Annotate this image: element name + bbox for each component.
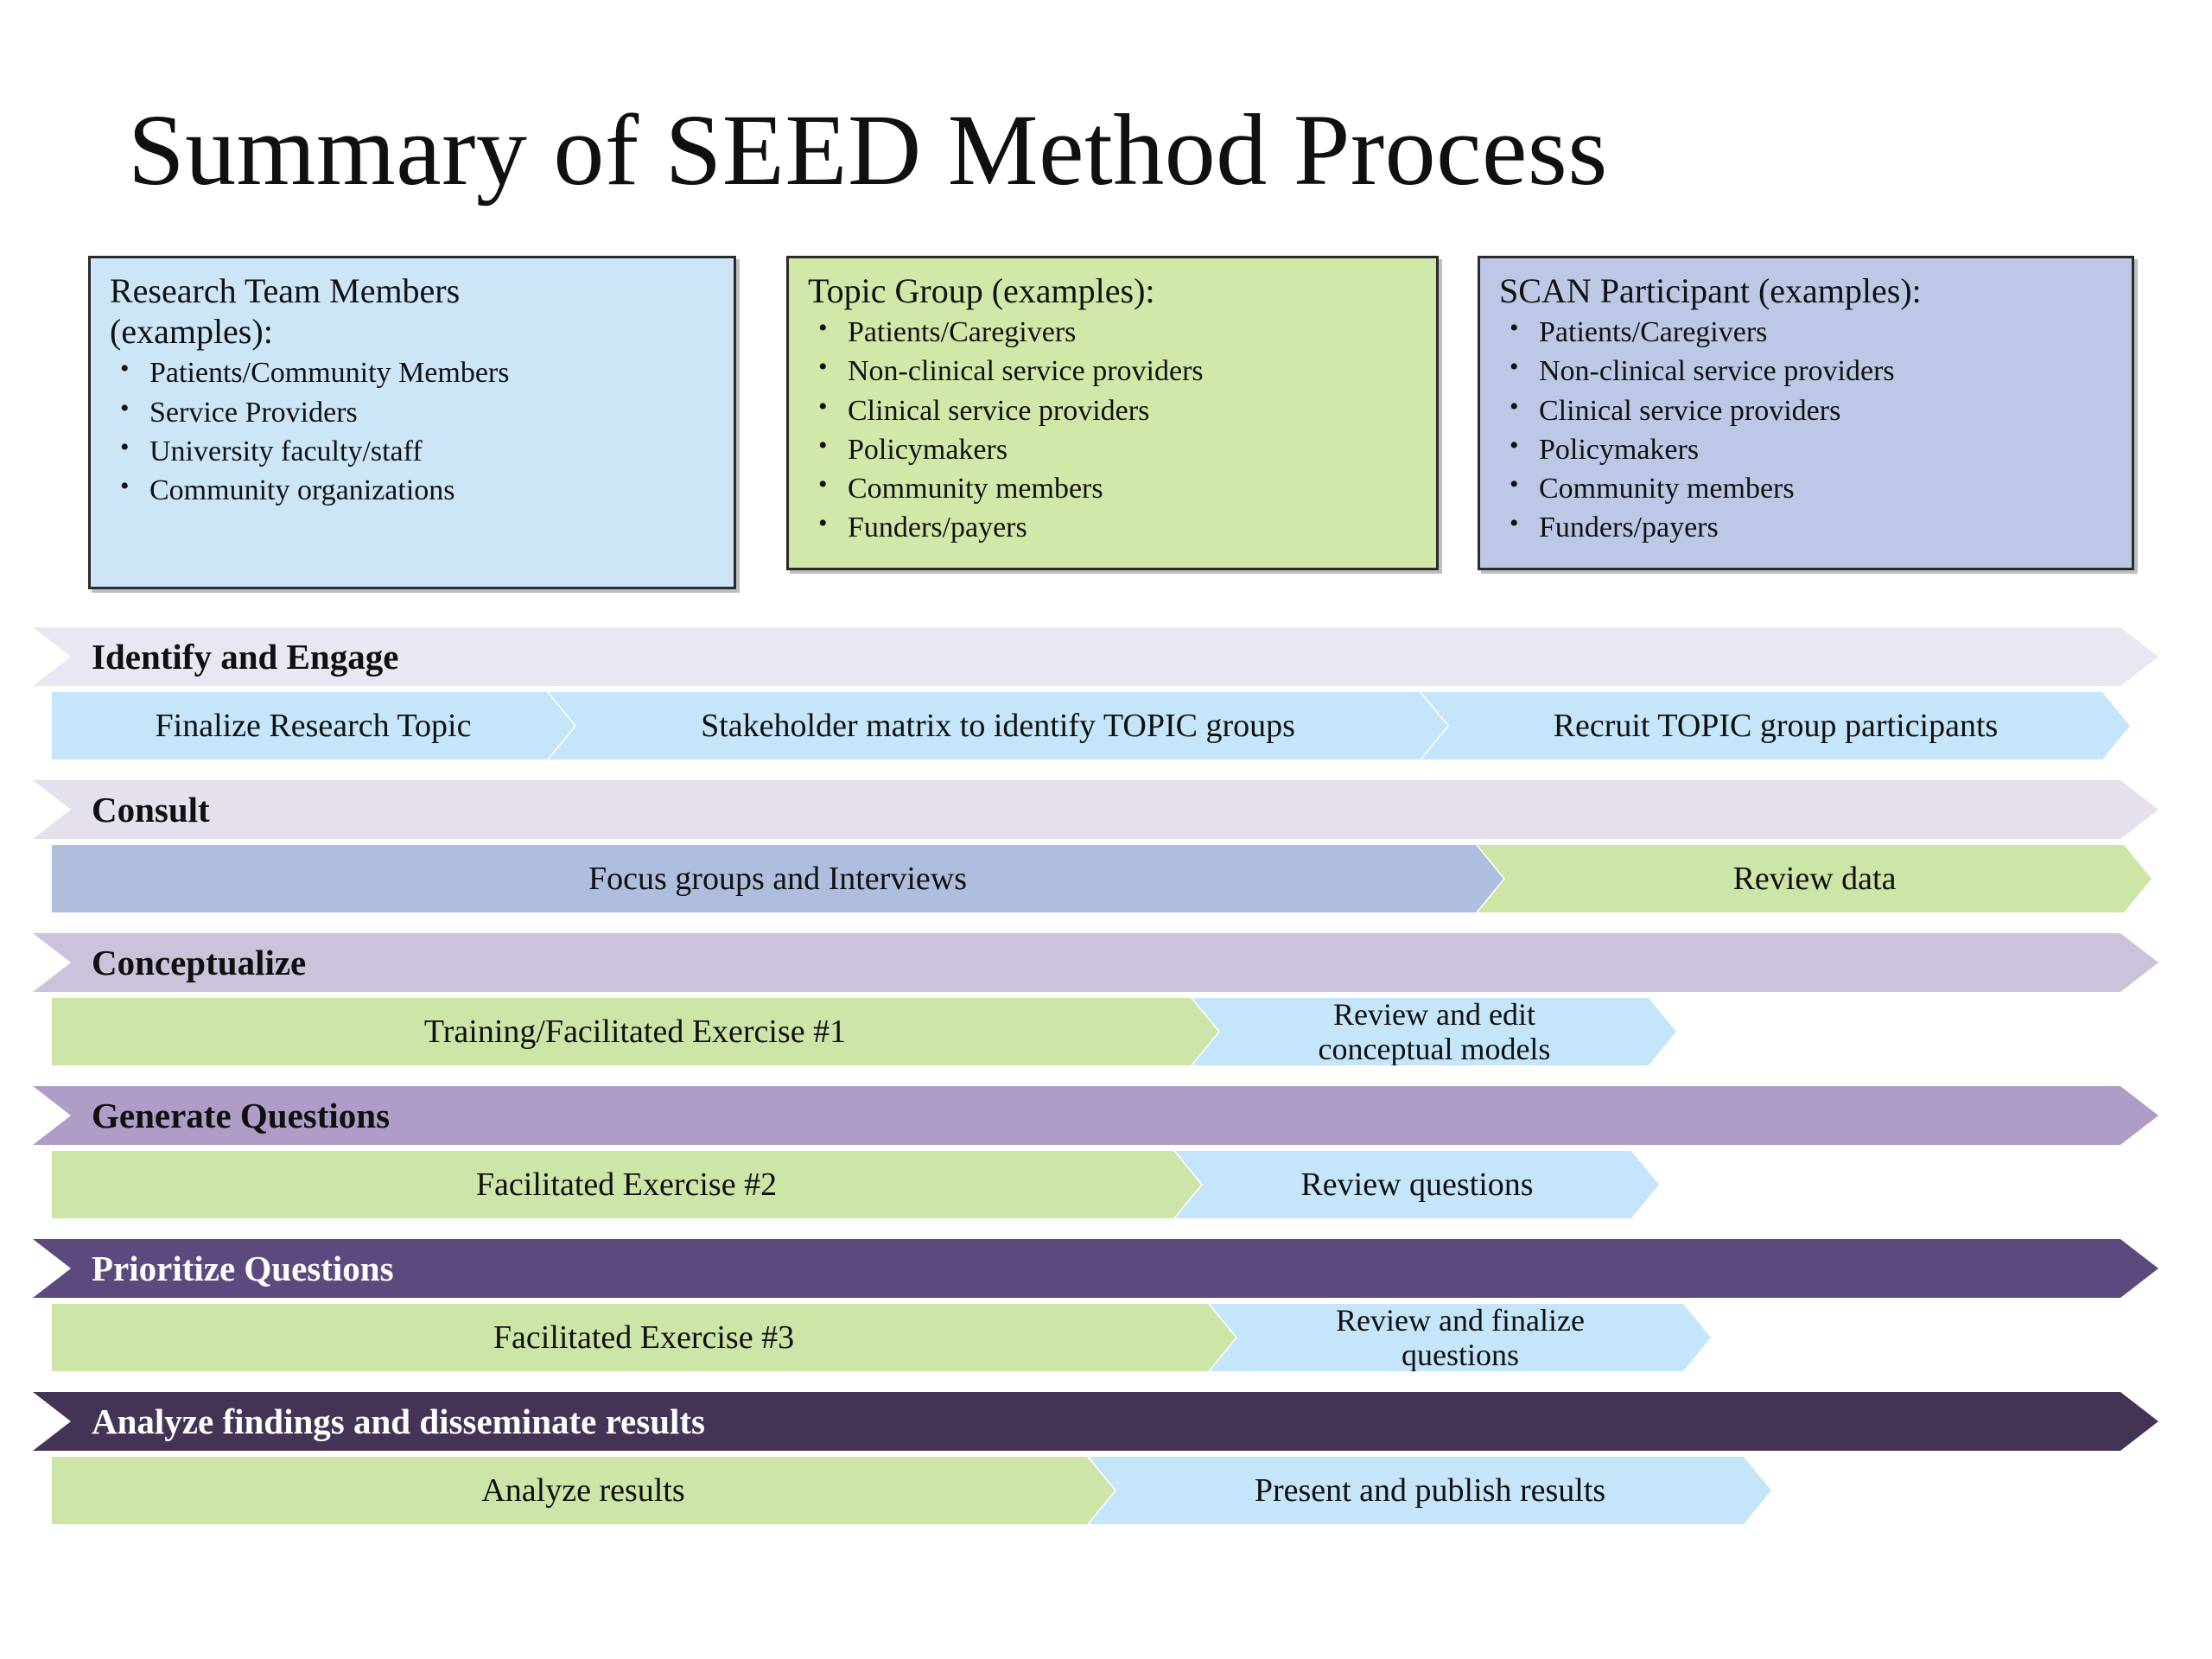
stage-steps-conceptualize: Training/Facilitated Exercise #1 Review a… [52,998,2212,1065]
stage-steps-generate-questions: Facilitated Exercise #2 Review questions [52,1151,2212,1218]
step-label: Focus groups and Interviews [588,860,967,897]
page-title: Summary of SEED Method Process [128,93,1608,207]
stage-spacer [0,912,2212,933]
box-research-team-members: Research Team Members (examples): Patien… [88,256,736,589]
stage-steps-consult: Focus groups and Interviews Review data [52,845,2212,912]
stage-steps-identify-and-engage: Finalize Research Topic Stakeholder matri… [52,692,2212,760]
step-chevron[interactable]: Finalize Research Topic [52,692,575,760]
list-item: Non-clinical service providers [808,350,1421,391]
stage-header-label: Consult [92,789,210,830]
stakeholder-boxes-row: Research Team Members (examples): Patien… [88,256,2145,589]
box-item-list: Patients/Caregivers Non-clinical service… [808,311,1421,547]
step-label: Review data [1732,860,1897,897]
list-item: Non-clinical service providers [1499,350,2116,391]
step-label: Facilitated Exercise #3 [493,1319,795,1356]
stage-header-label: Conceptualize [92,942,307,982]
stage-steps-analyze-findings-and-disseminate-results: Analyze results Present and publish resul… [52,1457,2212,1524]
stage-spacer [0,1218,2212,1239]
list-item: Patients/Caregivers [1499,311,2116,352]
step-label: Stakeholder matrix to identify TOPIC gro… [701,707,1295,744]
step-label: Training/Facilitated Exercise #1 [423,1013,847,1050]
list-item: Patients/Community Members [110,352,718,392]
step-chevron[interactable]: Review questions [1175,1151,1659,1218]
list-item: Community members [808,467,1421,508]
stage-steps-prioritize-questions: Facilitated Exercise #3 Review and finali… [52,1304,2212,1371]
step-chevron[interactable]: Stakeholder matrix to identify TOPIC gro… [549,692,1447,760]
stage-header-label: Prioritize Questions [92,1248,394,1288]
step-chevron[interactable]: Analyze results [52,1457,1115,1524]
stage-header-consult[interactable]: Consult [33,780,2158,839]
step-chevron[interactable]: Facilitated Exercise #3 [52,1304,1236,1371]
list-item: University faculty/staff [110,430,718,471]
list-item: Service Providers [110,391,718,432]
stage-header-prioritize-questions[interactable]: Prioritize Questions [33,1239,2158,1298]
step-label: Present and publish results [1254,1471,1606,1509]
step-label: Finalize Research Topic [155,707,472,744]
list-item: Community members [1499,467,2116,508]
step-chevron[interactable]: Review data [1478,845,2152,912]
stage-spacer [0,1371,2212,1392]
box-topic-group: Topic Group (examples): Patients/Caregiv… [786,256,1439,570]
stage-header-label: Identify and Engage [92,636,399,677]
box-title: Research Team Members (examples): [110,271,461,352]
step-label: Recruit TOPIC group participants [1553,707,1999,744]
step-chevron[interactable]: Focus groups and Interviews [52,845,1503,912]
list-item: Community organizations [110,469,718,510]
stage-spacer [0,1065,2212,1086]
box-title: SCAN Participant (examples): [1499,271,1922,310]
step-chevron[interactable]: Facilitated Exercise #2 [52,1151,1201,1218]
step-label: Analyze results [481,1471,685,1509]
step-chevron[interactable]: Training/Facilitated Exercise #1 [52,998,1218,1065]
stage-header-analyze-findings-and-disseminate-results[interactable]: Analyze findings and disseminate results [33,1392,2158,1451]
box-title: Topic Group (examples): [808,271,1155,310]
box-item-list: Patients/Caregivers Non-clinical service… [1499,311,2116,547]
step-label: Facilitated Exercise #2 [475,1166,778,1203]
step-label: Review questions [1300,1166,1534,1203]
stage-header-identify-and-engage[interactable]: Identify and Engage [33,627,2158,686]
list-item: Clinical service providers [1499,390,2116,430]
stage-header-conceptualize[interactable]: Conceptualize [33,933,2158,992]
step-chevron[interactable]: Recruit TOPIC group participants [1421,692,2130,760]
box-item-list: Patients/Community Members Service Provi… [110,352,718,510]
step-chevron[interactable]: Review and finalize questions [1210,1304,1711,1371]
list-item: Policymakers [808,429,1421,469]
stage-spacer [0,1524,2212,1545]
stage-header-label: Generate Questions [92,1095,391,1135]
step-chevron[interactable]: Present and publish results [1089,1457,1771,1524]
step-chevron[interactable]: Review and edit conceptual models [1192,998,1676,1065]
stage-analyze-findings-and-disseminate-results: Analyze findings and disseminate results… [0,1392,2212,1545]
list-item: Funders/payers [1499,506,2116,547]
list-item: Funders/payers [808,506,1421,547]
list-item: Clinical service providers [808,390,1421,430]
list-item: Patients/Caregivers [808,311,1421,352]
stage-header-label: Analyze findings and disseminate results [92,1401,706,1441]
list-item: Policymakers [1499,429,2116,469]
step-label: Review and finalize questions [1336,1302,1585,1372]
step-label: Review and edit conceptual models [1318,996,1551,1066]
stage-spacer [0,760,2212,780]
stage-header-generate-questions[interactable]: Generate Questions [33,1086,2158,1145]
box-scan-participant: SCAN Participant (examples): Patients/Ca… [1478,256,2134,570]
